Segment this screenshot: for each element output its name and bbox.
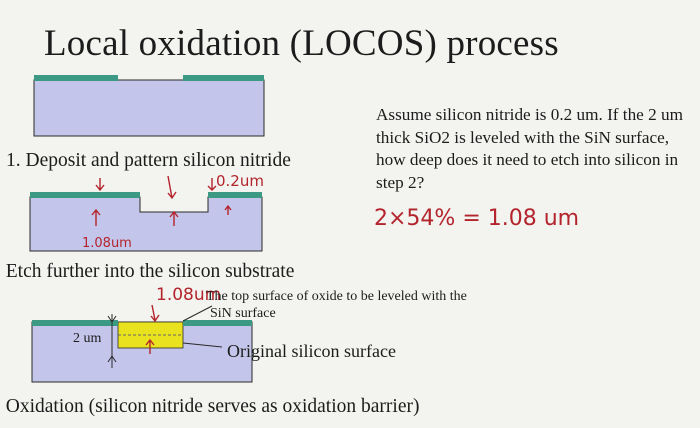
down-arrow-icon xyxy=(95,178,105,192)
nitride-pad-1b xyxy=(183,75,264,81)
step-2-label: . Etch further into the silicon substrat… xyxy=(0,261,295,282)
step-3-label: . Oxidation (silicon nitride serves as o… xyxy=(0,396,420,417)
silicon-substrate-2 xyxy=(29,196,263,252)
handwritten-answer: 2×54% = 1.08 um xyxy=(374,206,580,231)
silicon-substrate-1 xyxy=(33,79,265,137)
hand-arrows-step1 xyxy=(91,175,232,226)
step-1-label: 1. Deposit and pattern silicon nitride xyxy=(6,150,291,171)
nitride-pad-3a xyxy=(32,320,118,326)
nitride-pad-3b xyxy=(183,320,252,326)
nitride-pad-2b xyxy=(208,192,262,198)
pointer-line-top-surface xyxy=(182,305,213,322)
pointer-line-original-surface xyxy=(182,342,223,348)
up-arrow-icon xyxy=(145,338,155,354)
top-surface-note-line2: SiN surface xyxy=(210,306,276,321)
dimension-arrow-top-icon xyxy=(107,315,117,323)
down-arrow-icon xyxy=(167,175,177,200)
thickness-label: 2 um xyxy=(73,331,102,346)
top-surface-note-line1: The top surface of oxide to be leveled w… xyxy=(206,289,467,304)
question-text: Assume silicon nitride is 0.2 um. If the… xyxy=(376,105,683,192)
down-arrow-icon xyxy=(207,178,217,191)
hand-arrows-step3 xyxy=(145,304,160,354)
up-arrow-icon xyxy=(224,204,232,215)
up-arrow-icon xyxy=(169,210,179,226)
up-arrow-icon xyxy=(91,208,101,226)
nitride-pad-1a xyxy=(34,75,118,81)
nitride-pad-2a xyxy=(30,192,140,198)
dimension-arrow-bottom-icon xyxy=(107,355,117,363)
handwritten-etch-depth-step3: 1.08um xyxy=(156,285,222,305)
down-arrow-icon xyxy=(150,304,160,323)
handwritten-nitride-thickness: 0.2um xyxy=(216,172,264,190)
handwritten-etch-depth-step2: 1.08um xyxy=(82,236,132,251)
original-surface-label: Original silicon surface xyxy=(227,341,396,361)
slide-title: Local oxidation (LOCOS) process xyxy=(44,23,559,64)
